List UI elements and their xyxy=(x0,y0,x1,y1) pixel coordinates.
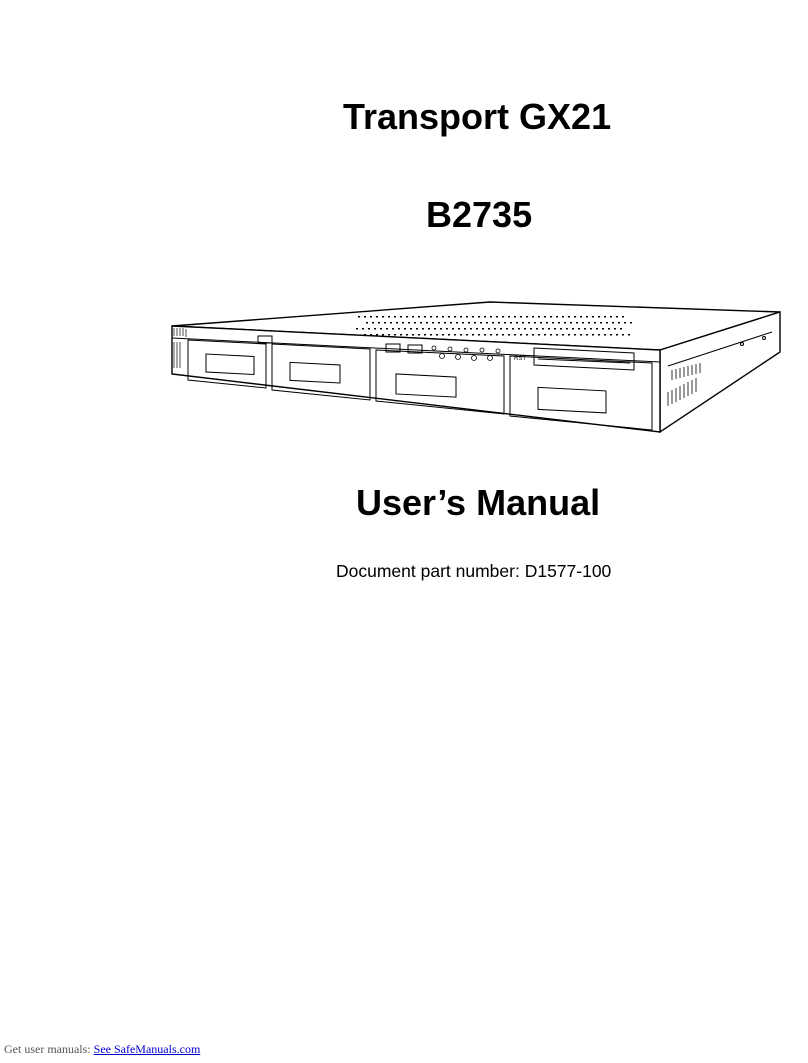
safemanuals-link[interactable]: See SafeManuals.com xyxy=(93,1042,201,1056)
product-name-title: Transport GX21 xyxy=(343,96,612,137)
footer: Get user manuals: See SafeManuals.com xyxy=(4,1042,200,1057)
reset-label: RST xyxy=(514,356,526,362)
document-part-number: Document part number: D1577-100 xyxy=(336,561,612,581)
footer-prefix: Get user manuals: xyxy=(4,1042,91,1056)
model-number-title: B2735 xyxy=(426,194,533,235)
rack-server-illustration: RST xyxy=(171,301,781,434)
manual-title: User’s Manual xyxy=(356,482,601,523)
